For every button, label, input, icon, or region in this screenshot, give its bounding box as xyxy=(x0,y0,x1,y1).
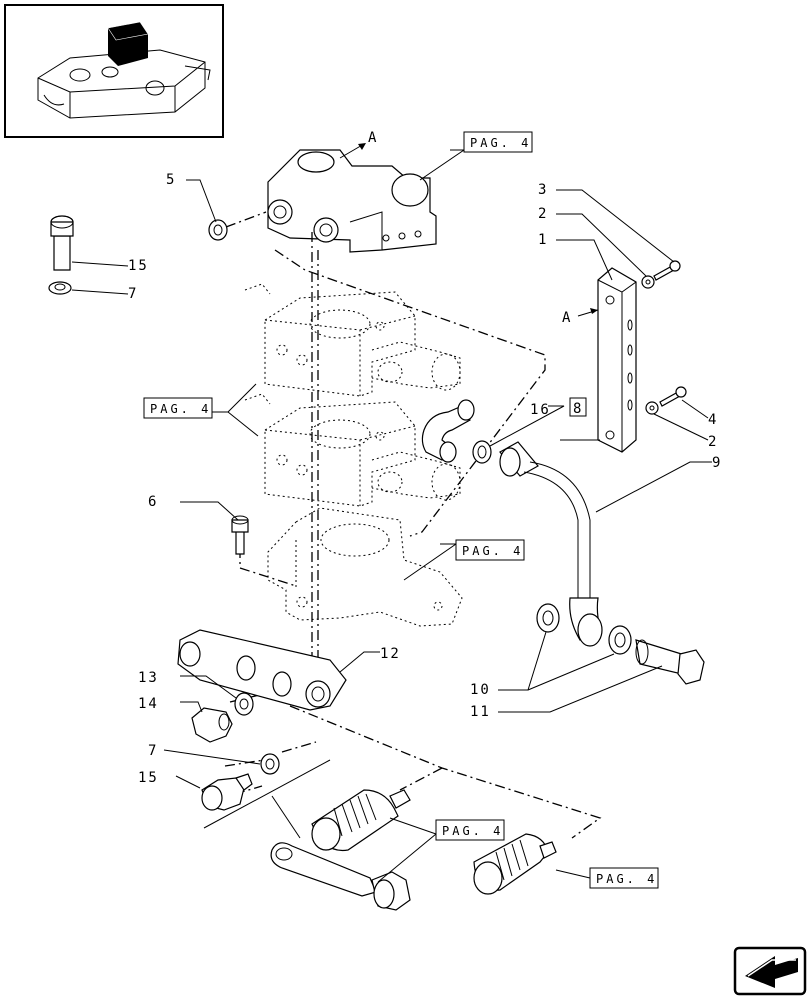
callout-7-lower[interactable]: 7 xyxy=(148,743,158,759)
spring-part-left xyxy=(311,789,411,852)
callout-16[interactable]: 16 xyxy=(530,402,551,418)
washer-part-7-lower xyxy=(260,753,280,775)
seal-ring-part-10-right xyxy=(608,625,632,655)
callout-12[interactable]: 12 xyxy=(380,646,401,662)
screw-part-4 xyxy=(659,386,687,407)
bolt-part-15-upper xyxy=(50,215,74,271)
thumbnail-locator[interactable] xyxy=(4,4,224,138)
page-ref-bottom-right-label: PAG. 4 xyxy=(596,872,657,886)
callout-4[interactable]: 4 xyxy=(708,412,718,428)
view-marker-a-side: A xyxy=(562,310,572,326)
callout-9[interactable]: 9 xyxy=(712,455,722,471)
washer-part-13 xyxy=(234,692,254,716)
washer-part-7-upper xyxy=(48,281,72,295)
lever-linkage xyxy=(203,759,411,911)
banjo-bolt-part-11 xyxy=(635,639,705,685)
assembly-lines xyxy=(224,211,602,839)
elbow-fitting-part-16 xyxy=(421,399,475,463)
nut-part-5 xyxy=(208,219,228,241)
page-ref-bottom-left-label: PAG. 4 xyxy=(442,824,503,838)
callout-8-boxed[interactable]: 8 xyxy=(573,401,583,417)
arrow-navigation-icon[interactable] xyxy=(733,946,807,996)
fitting-part-15-lower xyxy=(201,773,253,811)
callout-11[interactable]: 11 xyxy=(470,704,491,720)
callout-3[interactable]: 3 xyxy=(538,182,548,198)
callout-6[interactable]: 6 xyxy=(148,494,158,510)
valve-base-plate xyxy=(267,507,463,627)
seal-ring-part-10-left xyxy=(536,603,560,633)
callout-13[interactable]: 13 xyxy=(138,670,159,686)
page-reference-left[interactable]: PAG. 4 xyxy=(143,397,213,419)
page-ref-left-label: PAG. 4 xyxy=(150,402,211,416)
bolt-part-6 xyxy=(231,515,249,555)
callout-5[interactable]: 5 xyxy=(166,172,176,188)
screw-part-3 xyxy=(653,260,681,281)
view-arrow-side xyxy=(577,308,599,317)
view-marker-a-top: A xyxy=(368,130,378,146)
callout-15-upper[interactable]: 15 xyxy=(128,258,149,274)
callout-15-lower[interactable]: 15 xyxy=(138,770,159,786)
page-reference-bottom-right[interactable]: PAG. 4 xyxy=(589,867,659,889)
view-arrow-top xyxy=(339,143,366,159)
bracket-part-1 xyxy=(597,267,637,453)
valve-body-upper xyxy=(244,283,461,397)
seal-ring-part-16 xyxy=(472,440,492,464)
washer-part-2-upper xyxy=(641,275,655,289)
page-reference-mid[interactable]: PAG. 4 xyxy=(455,539,525,561)
callout-2-lower[interactable]: 2 xyxy=(708,434,718,450)
spring-part-right xyxy=(473,833,557,895)
leader-lines xyxy=(71,149,712,883)
callout-14[interactable]: 14 xyxy=(138,696,159,712)
link-bar-part-12 xyxy=(177,629,347,711)
callout-10[interactable]: 10 xyxy=(470,682,491,698)
page-reference-top[interactable]: PAG. 4 xyxy=(463,131,533,153)
plug-part-14 xyxy=(191,707,233,743)
valve-top-cover xyxy=(267,149,437,253)
callout-labels: 5 15 7 3 2 1 4 2 16 9 6 12 13 14 7 15 10… xyxy=(128,130,722,786)
callout-2-upper[interactable]: 2 xyxy=(538,206,548,222)
pipe-part-9 xyxy=(499,441,603,647)
page-ref-top-label: PAG. 4 xyxy=(470,136,531,150)
callout-7-upper[interactable]: 7 xyxy=(128,286,138,302)
page-reference-bottom-left[interactable]: PAG. 4 xyxy=(435,819,505,841)
washer-part-2-lower xyxy=(645,401,659,415)
tractor-assembly-thumbnail-icon xyxy=(37,21,211,119)
callout-1[interactable]: 1 xyxy=(538,232,548,248)
page-ref-mid-label: PAG. 4 xyxy=(462,544,523,558)
